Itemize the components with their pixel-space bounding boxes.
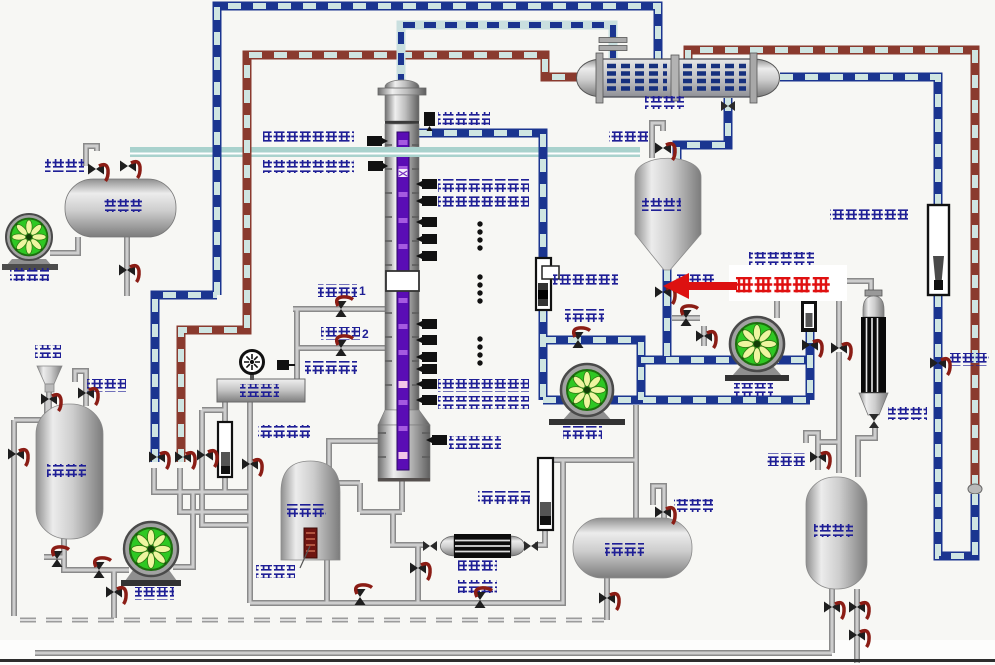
svg-text:2: 2 — [362, 327, 369, 341]
svg-text:1: 1 — [359, 284, 366, 298]
